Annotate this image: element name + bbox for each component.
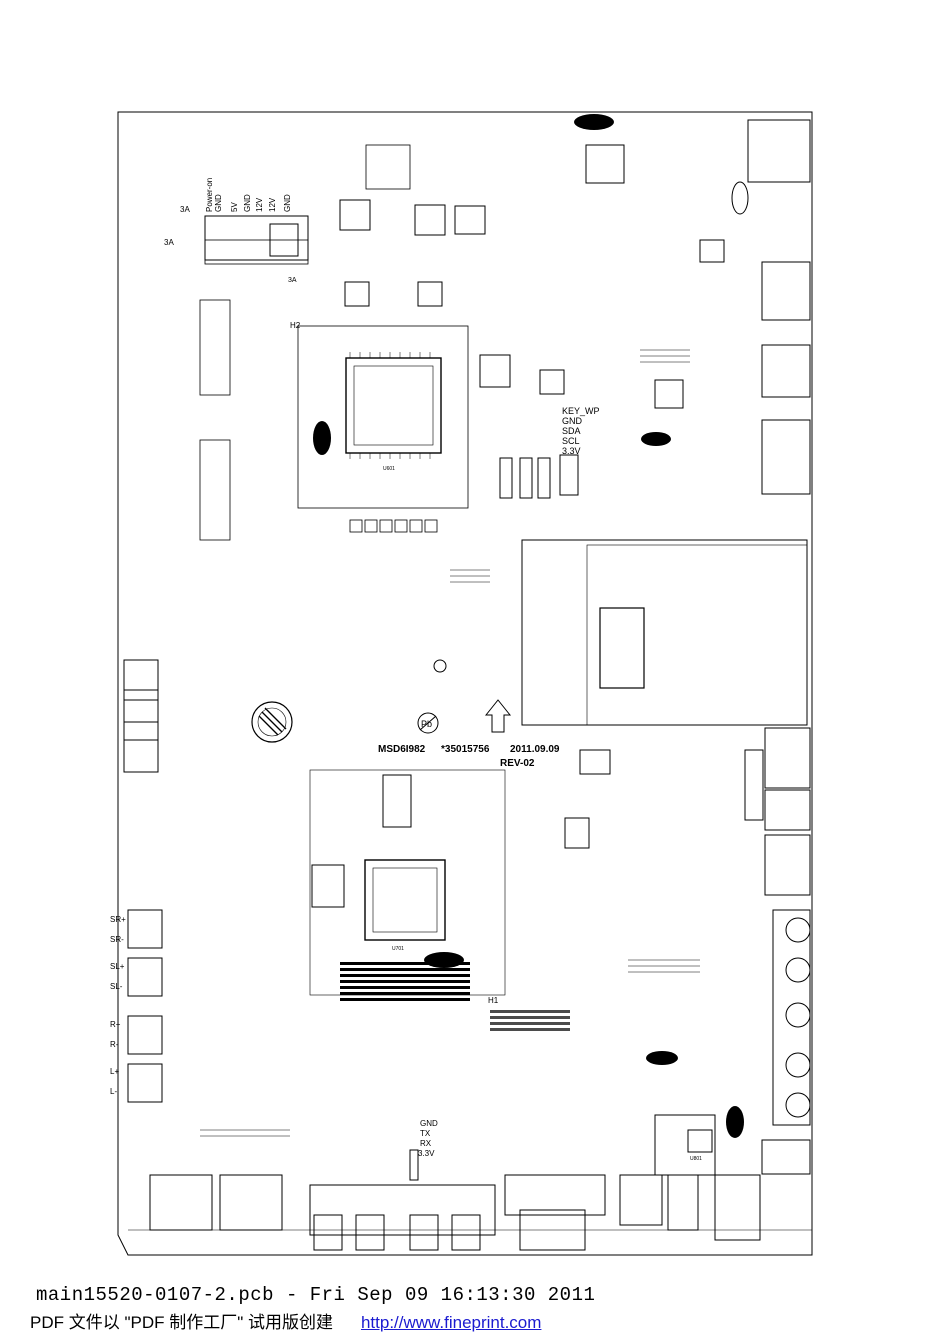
svg-text:3A: 3A [288,277,297,284]
svg-text:L+: L+ [110,1067,119,1076]
svg-text:3.3V: 3.3V [418,1149,435,1158]
power-on-label: Power-on [205,178,214,212]
svg-text:SL-: SL- [110,982,123,991]
svg-text:U601: U601 [383,466,395,472]
main-soc-top: U601 [297,325,469,509]
pcb-title: main15520-0107-2.pcb - Fri Sep 09 16:13:… [36,1284,596,1306]
svg-text:12V: 12V [268,197,277,212]
marker-h1: H1 [488,996,499,1005]
board-model: MSD6I982 [378,744,426,755]
speaker-connector-group: SR+ SR- SL+ SL- R+ R- L+ L- [110,909,163,1103]
svg-text:GND: GND [214,194,223,212]
svg-text:GND: GND [562,416,583,426]
svg-text:SR-: SR- [110,935,124,944]
tuner-shield [521,539,808,726]
svg-text:U701: U701 [392,946,404,952]
svg-text:R-: R- [110,1040,119,1049]
pcb-layout-drawing: Power-on GND 5V GND 12V 12V GND 3A 3A 3A… [110,111,813,1256]
svg-text:R+: R+ [110,1020,121,1029]
lead-free-mark: Pb [417,712,439,734]
main-soc-bottom: U701 [309,769,506,996]
fineprint-link[interactable]: http://www.fineprint.com [360,1313,542,1332]
svg-text:GND: GND [283,194,292,212]
board-date: 2011.09.09 [510,744,560,755]
svg-text:RX: RX [420,1139,432,1148]
svg-text:SL+: SL+ [110,962,125,971]
svg-text:L-: L- [110,1087,117,1096]
power-connector: Power-on GND 5V GND 12V 12V GND 3A 3A 3A [164,178,309,284]
svg-text:GND: GND [243,194,252,212]
svg-text:SDA: SDA [562,426,581,436]
svg-text:SCL: SCL [562,436,580,446]
svg-text:12V: 12V [255,197,264,212]
direction-arrow [484,699,512,733]
svg-text:3A: 3A [180,205,190,214]
svg-text:U801: U801 [690,1156,702,1162]
svg-text:5V: 5V [230,202,239,212]
marker-h2: H2 [290,321,301,330]
svg-text:3.3V: 3.3V [562,446,581,456]
uart-connector: GND TX RX 3.3V [409,1119,438,1181]
svg-text:GND: GND [420,1119,438,1128]
svg-text:SR+: SR+ [110,915,126,924]
board-part-number: *35015756 [441,744,490,755]
svg-text:3A: 3A [164,238,174,247]
svg-text:TX: TX [420,1129,431,1138]
footer: PDF 文件以 "PDF 制作工厂" 试用版创建 http://www.finep… [30,1308,541,1333]
svg-text:KEY_WP: KEY_WP [562,406,600,416]
board-outline [117,111,813,1256]
key-connector: KEY_WP GND SDA SCL 3.3V [559,406,600,496]
board-revision: REV-02 [500,758,535,769]
footer-prefix: PDF 文件以 "PDF 制作工厂" 试用版创建 [30,1313,333,1332]
